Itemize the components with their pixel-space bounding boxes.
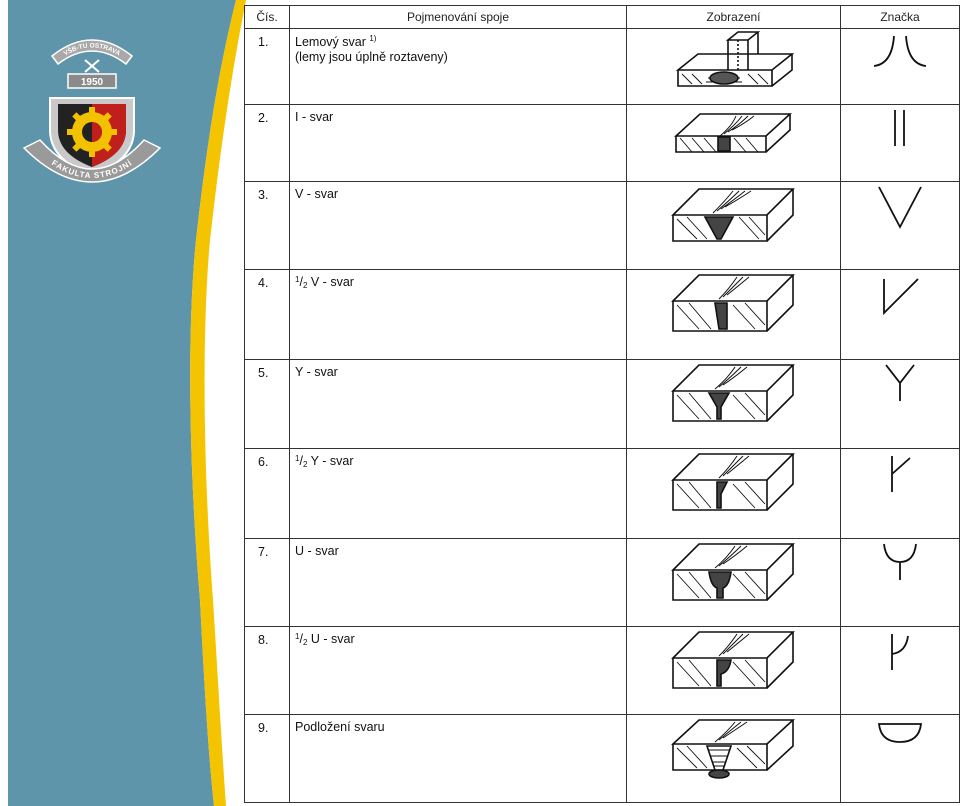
table-row: 5. Y - svar [244,359,960,449]
header-image: Zobrazení [626,5,841,29]
row-name: Lemový svar 1) (lemy jsou úplně roztaven… [289,27,627,106]
row-name-text: V - svar [310,275,354,290]
half-v-butt-weld-drawing [626,269,841,361]
row-name: 1/2 V - svar [289,269,627,361]
flange-weld-drawing [626,27,841,106]
table-row: 9. Podložení svaru [244,713,960,804]
backing-weld-drawing [626,713,841,804]
fraction-denominator: 2 [302,281,308,291]
half-y-butt-weld-symbol [840,447,960,539]
header-symbol: Značka [840,5,960,29]
footnote-mark: 1) [369,34,377,43]
weld-types-table: Čís. Pojmenování spoje Zobrazení Značka … [244,5,960,804]
table-row: 7. U - svar [244,537,960,627]
row-name-text: Lemový svar [295,35,366,50]
table-row: 8. 1/2 U - svar [244,625,960,715]
v-butt-weld-drawing [626,181,841,271]
row-name: U - svar [289,537,627,627]
table-header-row: Čís. Pojmenování spoje Zobrazení Značka [244,5,960,29]
table-row: 2. I - svar [244,104,960,183]
fraction-denominator: 2 [302,637,308,647]
half-u-butt-weld-symbol [840,625,960,715]
row-name: I - svar [289,104,627,183]
row-number: 5. [244,359,290,449]
row-name: Podložení svaru [289,713,627,804]
sidebar-yellow-stripe [190,0,246,806]
table-row: 3. V - svar [244,181,960,271]
half-y-butt-weld-drawing [626,447,841,539]
row-name: 1/2 U - svar [289,625,627,715]
fraction-denominator: 2 [302,459,308,469]
flange-weld-symbol [840,27,960,106]
row-number: 4. [244,269,290,361]
square-butt-weld-symbol [840,104,960,183]
y-butt-weld-symbol [840,359,960,449]
header-number: Čís. [244,5,290,29]
logo-year: 1950 [81,77,104,88]
row-number: 7. [244,537,290,627]
backing-weld-symbol [840,713,960,804]
table-row: 4. 1/2 V - svar [244,269,960,361]
faculty-logo: VŠB-TU OSTRAVA 1950 [22,26,162,198]
fraction-numerator: 1 [295,453,300,463]
row-name-note: (lemy jsou úplně roztaveny) [295,50,448,65]
table-row: 1. Lemový svar 1) (lemy jsou úplně rozta… [244,27,960,106]
sidebar-teal-panel [8,0,236,806]
row-name: Y - svar [289,359,627,449]
gear-icon [67,107,117,157]
square-butt-weld-drawing [626,104,841,183]
y-butt-weld-drawing [626,359,841,449]
row-name-text: U - svar [310,631,355,646]
table-row: 6. 1/2 Y - svar [244,447,960,539]
hammers-icon [84,59,100,73]
fraction-numerator: 1 [295,631,300,641]
fraction-numerator: 1 [295,275,300,285]
row-number: 2. [244,104,290,183]
row-number: 3. [244,181,290,271]
row-number: 8. [244,625,290,715]
u-butt-weld-drawing [626,537,841,627]
half-u-butt-weld-drawing [626,625,841,715]
header-name: Pojmenování spoje [289,5,627,29]
v-butt-weld-symbol [840,181,960,271]
row-number: 9. [244,713,290,804]
row-number: 1. [244,27,290,106]
u-butt-weld-symbol [840,537,960,627]
half-v-butt-weld-symbol [840,269,960,361]
row-name: V - svar [289,181,627,271]
row-name: 1/2 Y - svar [289,447,627,539]
row-name-text: Y - svar [310,453,354,468]
sidebar-background [0,0,260,806]
row-number: 6. [244,447,290,539]
